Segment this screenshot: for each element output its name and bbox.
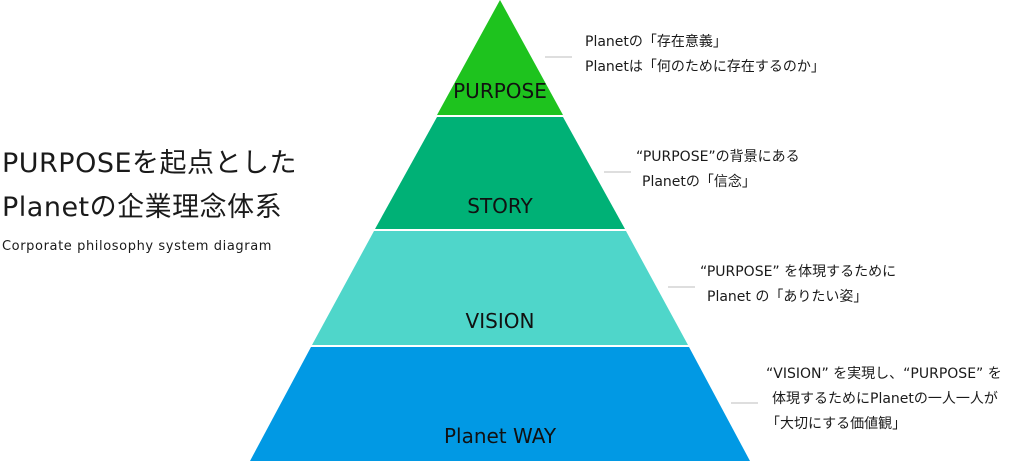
diagram-heading: PURPOSEを起点とした Planetの企業理念体系 Corporate ph… [2, 142, 342, 254]
heading-line-2: Planetの企業理念体系 [2, 192, 283, 223]
tier-purpose-shape [437, 0, 563, 115]
story-description: “PURPOSE”の背景にある Planetの「信念」 [636, 145, 800, 195]
tier-planetway-shape [250, 347, 750, 461]
story-description-line: “PURPOSE”の背景にある [636, 149, 800, 165]
vision-description-line: Planet の「ありたい姿」 [707, 289, 868, 305]
vision-description: “PURPOSE” を体現するために Planet の「ありたい姿」 [700, 260, 896, 310]
tier-vision-label: VISION [466, 309, 535, 333]
heading-line-1: PURPOSEを起点とした [2, 148, 298, 179]
purpose-description: Planetの「存在意義」 Planetは「何のために存在するのか」 [585, 30, 825, 80]
purpose-description-line: Planetは「何のために存在するのか」 [585, 59, 825, 75]
planetway-description-line: 体現するためにPlanetの一人一人が [772, 391, 998, 407]
planetway-description-line: 「大切にする価値観」 [766, 416, 907, 432]
tier-vision-shape [312, 231, 688, 345]
planetway-description: “VISION” を実現し、“PURPOSE” を 体現するためにPlanetの… [766, 362, 1002, 437]
purpose-description-line: Planetの「存在意義」 [585, 34, 727, 50]
tier-purpose-label: PURPOSE [453, 79, 547, 103]
story-description-line: Planetの「信念」 [642, 174, 756, 190]
tier-story-label: STORY [467, 194, 533, 218]
tier-story-shape [375, 117, 625, 229]
heading-subtitle: Corporate philosophy system diagram [2, 239, 273, 254]
tier-planetway-label: Planet WAY [444, 424, 557, 448]
planetway-description-line: “VISION” を実現し、“PURPOSE” を [766, 366, 1002, 382]
vision-description-line: “PURPOSE” を体現するために [700, 264, 897, 280]
